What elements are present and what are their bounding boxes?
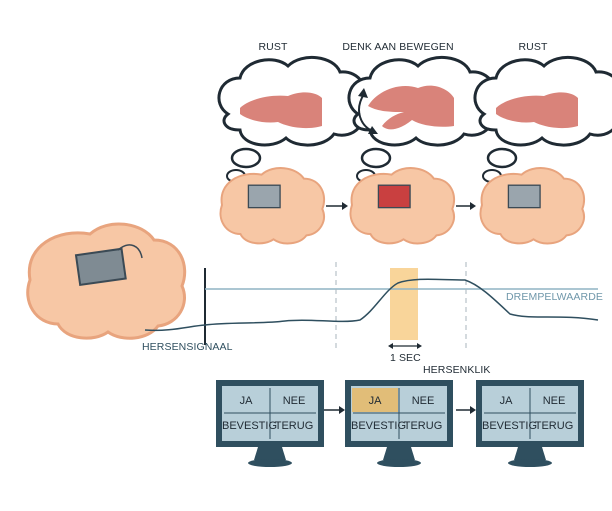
- monitor-3-yes-cell: JA: [499, 395, 513, 407]
- hand-icon: [368, 85, 454, 130]
- monitor-1: [216, 380, 324, 467]
- brain-rest-1: [219, 167, 326, 245]
- brain-active: [349, 167, 456, 245]
- monitor-3-back-cell: TERUG: [534, 420, 574, 432]
- monitor-2-confirm-cell: BEVESTIG: [351, 420, 407, 432]
- monitor-3-confirm-cell: BEVESTIG: [482, 420, 538, 432]
- monitor-2: [345, 380, 453, 467]
- brain-click-label: HERSENKLIK: [423, 364, 491, 376]
- hand-icon: [240, 92, 322, 129]
- monitor-2-back-cell: TERUG: [403, 420, 443, 432]
- brain-large: [26, 222, 187, 340]
- monitor-1-back-cell: TERUG: [274, 420, 314, 432]
- arrow-right-icon: [456, 202, 476, 210]
- arrow-right-icon: [456, 406, 476, 414]
- brain-signal-label: HERSENSIGNAAL: [142, 341, 233, 353]
- arrow-right-icon: [324, 406, 345, 414]
- duration-label: 1 SEC: [390, 352, 421, 364]
- monitor-1-confirm-cell: BEVESTIG: [222, 420, 278, 432]
- phase-label-think-move: DENK AAN BEWEGEN: [342, 41, 454, 53]
- threshold-label: DREMPELWAARDE: [506, 291, 603, 303]
- thought-cloud-2: [347, 55, 497, 183]
- thought-cloud-3: [473, 55, 612, 183]
- brain-signal-line: [144, 278, 599, 332]
- phase-label-rest-2: RUST: [518, 41, 548, 53]
- monitor-1-no-cell: NEE: [282, 395, 306, 407]
- monitor-2-yes-cell: JA: [368, 395, 382, 407]
- monitor-3-no-cell: NEE: [542, 395, 566, 407]
- monitor-3: [476, 380, 584, 467]
- brain-rest-2: [479, 167, 586, 245]
- one-second-window: [390, 268, 418, 340]
- phase-label-rest-1: RUST: [258, 41, 288, 53]
- duration-arrow-icon: [388, 343, 422, 349]
- hand-icon: [496, 92, 578, 129]
- arrow-right-icon: [326, 202, 348, 210]
- monitor-1-yes-cell: JA: [239, 395, 253, 407]
- monitor-2-no-cell: NEE: [411, 395, 435, 407]
- thought-cloud-1: [217, 55, 367, 183]
